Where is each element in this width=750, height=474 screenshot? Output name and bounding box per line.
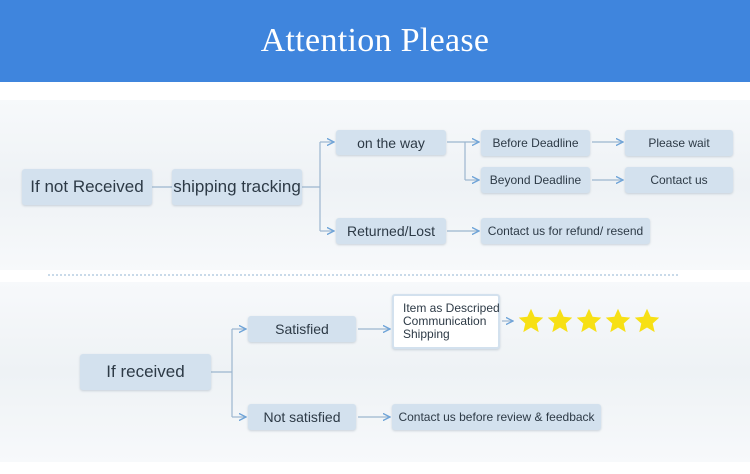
star-icon — [518, 308, 544, 333]
node-shipping-tracking: shipping tracking — [172, 169, 302, 205]
node-beyond-deadline: Beyond Deadline — [481, 167, 590, 193]
five-star-rating — [517, 307, 663, 337]
star-icon — [547, 308, 573, 333]
page-title: Attention Please — [260, 22, 490, 59]
node-not-satisfied: Not satisfied — [248, 404, 356, 430]
star-icon — [576, 308, 602, 333]
node-before-deadline: Before Deadline — [481, 130, 590, 156]
node-returned-lost: Returned/Lost — [336, 218, 446, 244]
node-contact-review: Contact us before review & feedback — [392, 404, 601, 430]
header-banner: Attention Please — [0, 0, 750, 82]
star-icon — [634, 308, 660, 333]
node-if-received: If received — [80, 354, 211, 390]
node-feedback-items: Item as Descriped Communication Shipping — [392, 294, 500, 349]
node-please-wait: Please wait — [625, 130, 733, 156]
node-if-not-received: If not Received — [22, 169, 152, 205]
node-on-the-way: on the way — [336, 130, 446, 155]
feedback-item: Communication — [403, 314, 487, 328]
star-icon — [605, 308, 631, 333]
feedback-item: Item as Descriped — [403, 301, 500, 315]
feedback-item: Shipping — [403, 327, 450, 341]
node-contact-us: Contact us — [625, 167, 733, 193]
node-satisfied: Satisfied — [248, 316, 356, 342]
node-contact-refund: Contact us for refund/ resend — [481, 218, 650, 244]
